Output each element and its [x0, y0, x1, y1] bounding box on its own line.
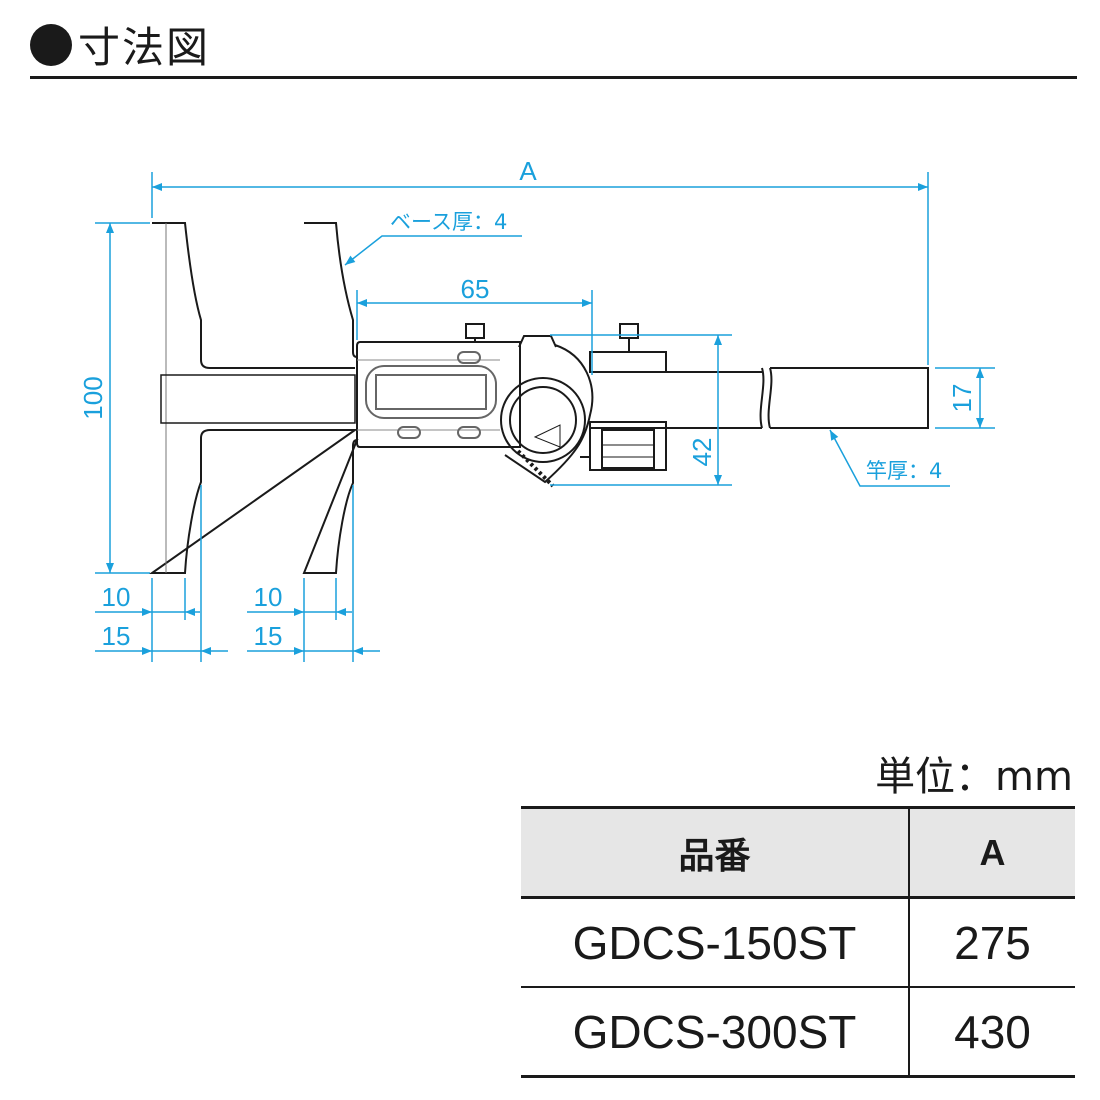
header-model: 品番 — [521, 806, 910, 899]
caliper-outline — [148, 222, 929, 574]
beam — [590, 367, 929, 429]
unit-label: 単位：mm — [875, 754, 1073, 800]
table-row: GDCS-300ST 430 — [521, 987, 1075, 1078]
right-base — [302, 222, 359, 574]
cell-a: 275 — [909, 897, 1075, 988]
dim-left-base-15: 15 — [102, 621, 131, 651]
table-row: GDCS-150ST 275 — [521, 897, 1075, 988]
note-beam-thickness: 竿厚：4 — [866, 459, 942, 483]
left-base — [148, 222, 359, 574]
note-base-thickness: ベース厚：4 — [390, 210, 507, 234]
fine-adjust-dial — [500, 377, 586, 463]
header-a: A — [909, 806, 1075, 899]
cell-model: GDCS-300ST — [521, 987, 910, 1078]
dimension-lines — [95, 172, 995, 662]
dim-right-base-10: 10 — [254, 582, 283, 612]
dim-slider-height: 42 — [687, 438, 717, 467]
cell-model: GDCS-150ST — [521, 897, 910, 988]
dim-slider-length: 65 — [461, 274, 490, 304]
dim-beam-height: 17 — [947, 384, 977, 413]
title-underline — [30, 76, 1077, 79]
dim-left-base-10: 10 — [102, 582, 131, 612]
dimension-drawing: A 100 65 42 17 10 15 10 15 ベース厚：4 竿厚：4 — [78, 156, 995, 662]
dim-right-base-15: 15 — [254, 621, 283, 651]
spec-table: 品番 A GDCS-150ST 275 GDCS-300ST 430 — [521, 806, 1075, 1078]
slider-housing — [356, 341, 521, 448]
dim-overall-length: A — [519, 156, 537, 186]
table-header-row: 品番 A — [521, 806, 1075, 899]
section-title: 寸法図 — [30, 14, 210, 75]
section-title-text: 寸法図 — [78, 23, 211, 72]
bullet-icon — [30, 23, 72, 66]
cell-a: 430 — [909, 987, 1075, 1078]
dim-base-height: 100 — [78, 376, 108, 419]
